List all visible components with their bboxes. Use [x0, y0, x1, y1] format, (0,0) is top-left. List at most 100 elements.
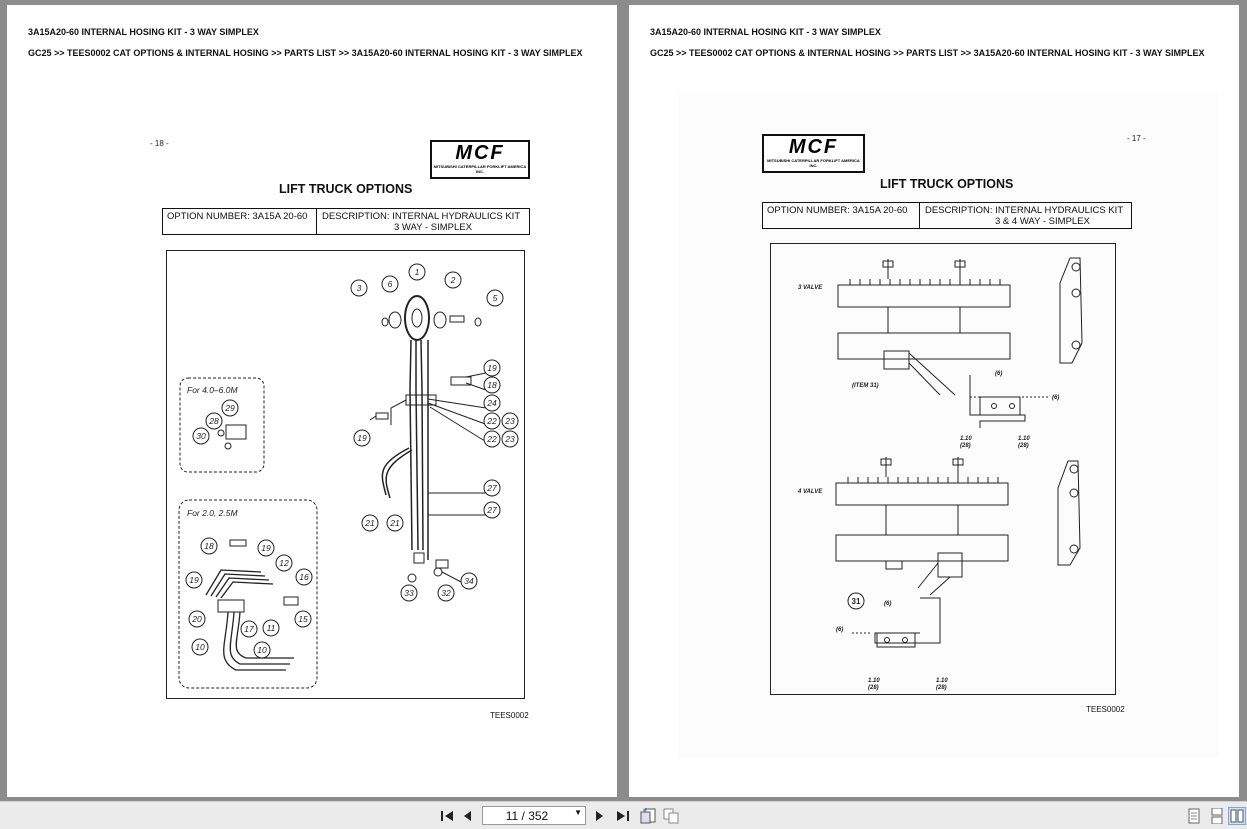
callout-bubble: [483, 359, 501, 377]
description-line1: DESCRIPTION: INTERNAL HYDRAULICS KIT: [925, 205, 1124, 216]
logo-text: MCF: [455, 142, 505, 164]
callout-bubble: [240, 620, 258, 638]
dim-28-a: (28): [960, 443, 971, 449]
callout-number: 21: [364, 518, 375, 528]
callout-number: 19: [189, 575, 199, 585]
dim-110-d: 1.10: [936, 678, 948, 684]
rotate-icon[interactable]: [639, 807, 657, 825]
dim-28-c: (28): [868, 685, 879, 691]
callout-bubble: [501, 430, 519, 448]
callout-number: 12: [279, 558, 289, 568]
callout-number: 29: [224, 403, 235, 413]
callout-bubble: [486, 289, 504, 307]
dim-6-d: (6): [836, 627, 843, 633]
callout-number: 24: [486, 398, 497, 408]
callout-bubble: [191, 638, 209, 656]
label-4-valve: 4 VALVE: [797, 489, 823, 495]
figure-code: TEES0002: [490, 711, 529, 720]
callout-number: 11: [267, 623, 276, 633]
label-3-valve: 3 VALVE: [798, 285, 823, 291]
logo-text: MCF: [788, 136, 839, 158]
breadcrumb: GC25 >> TEES0002 CAT OPTIONS & INTERNAL …: [28, 48, 583, 58]
callout-number: 19: [261, 543, 271, 553]
next-page-icon[interactable]: [591, 807, 609, 825]
callout-number: 34: [464, 576, 474, 586]
callout-bubble: [361, 514, 379, 532]
callout-number: 10: [195, 642, 205, 652]
dim-110-b: 1.10: [1018, 436, 1030, 442]
chevron-down-icon: ▼: [574, 808, 582, 817]
scan-page-number: - 17 -: [1127, 134, 1146, 143]
page-header-title: 3A15A20-60 INTERNAL HOSING KIT - 3 WAY S…: [28, 27, 259, 37]
mcf-logo: MCF MITSUBISHI CATERPILLAR FORKLIFT AMER…: [762, 134, 865, 173]
callout-bubble: [253, 641, 271, 659]
callout-bubble: [483, 479, 501, 497]
callout-bubble: [275, 554, 293, 572]
callout-number: 2: [450, 275, 456, 285]
scan-page-number: - 18 -: [150, 139, 169, 148]
figure-code: TEES0002: [1086, 705, 1125, 714]
first-page-icon[interactable]: [438, 807, 456, 825]
viewer-toolbar: 11 / 352 ▼: [0, 801, 1247, 829]
last-page-icon[interactable]: [614, 807, 632, 825]
dim-6-a: (6): [995, 371, 1002, 377]
callout-number: 17: [244, 624, 254, 634]
callout-bubble: [262, 619, 280, 637]
svg-text:31: 31: [852, 597, 861, 606]
callout-bubble: [221, 399, 239, 417]
callout-bubble: [460, 572, 478, 590]
callout-number: 30: [196, 431, 206, 441]
callout-number: 18: [487, 380, 497, 390]
continuous-view-icon[interactable]: [1208, 807, 1226, 825]
dim-6-c: (6): [884, 601, 891, 607]
callout-number: 23: [504, 434, 515, 444]
dim-28-d: (28): [936, 685, 947, 691]
callout-number: 27: [486, 483, 497, 493]
callout-bubble: [408, 263, 426, 281]
description-line2: 3 WAY - SIMPLEX: [394, 222, 472, 233]
callout-number: 6: [388, 279, 393, 289]
two-page-view-icon[interactable]: [1228, 807, 1246, 825]
option-number: OPTION NUMBER: 3A15A 20-60: [763, 203, 920, 228]
callout-bubble: [483, 394, 501, 412]
copy-icon[interactable]: [662, 807, 680, 825]
callout-bubble: [353, 429, 371, 447]
callout-number: 3: [357, 283, 362, 293]
doc-title: LIFT TRUCK OPTIONS: [279, 182, 413, 196]
callout-bubble: [483, 501, 501, 519]
callout-bubble: [400, 584, 418, 602]
callout-bubble: [257, 539, 275, 557]
callout-bubble: [437, 584, 455, 602]
dim-28-b: (28): [1018, 443, 1029, 449]
inset-frame-2: [178, 499, 318, 689]
prev-page-icon[interactable]: [458, 807, 476, 825]
parts-diagram-frame: [166, 250, 525, 699]
dim-110-a: 1.10: [960, 436, 972, 442]
page-header-title: 3A15A20-60 INTERNAL HOSING KIT - 3 WAY S…: [650, 27, 881, 37]
mcf-logo: MCF MITSUBISHI CATERPILLAR FORKLIFT AMER…: [430, 140, 530, 179]
page-number-select[interactable]: 11 / 352 ▼: [482, 806, 586, 825]
inset-label-1: For 4.0–6.0M: [187, 385, 238, 395]
left-page: 3A15A20-60 INTERNAL HOSING KIT - 3 WAY S…: [7, 5, 617, 797]
callout-bubble: [185, 571, 203, 589]
callout-bubble: [483, 412, 501, 430]
page-indicator: 11 / 352: [505, 809, 549, 823]
callout-number: 16: [299, 572, 309, 582]
callout-number: 19: [357, 433, 367, 443]
dim-6-b: (6): [1052, 395, 1059, 401]
callout-number: 21: [389, 518, 400, 528]
callout-number: 18: [204, 541, 214, 551]
callout-bubble: [483, 376, 501, 394]
callout-bubble: [205, 412, 223, 430]
assembly-diagram-frame: [770, 243, 1116, 695]
callout-number: 22: [486, 434, 497, 444]
callout-bubble: [350, 279, 368, 297]
option-description: DESCRIPTION: INTERNAL HYDRAULICS KIT 3 W…: [317, 209, 525, 234]
option-number: OPTION NUMBER: 3A15A 20-60: [163, 209, 317, 234]
label-item-31: (ITEM 31): [852, 383, 879, 389]
right-page: 3A15A20-60 INTERNAL HOSING KIT - 3 WAY S…: [629, 5, 1239, 797]
doc-title: LIFT TRUCK OPTIONS: [880, 177, 1014, 191]
single-page-view-icon[interactable]: [1185, 807, 1203, 825]
callout-number: 5: [493, 293, 498, 303]
callout-bubble: [386, 514, 404, 532]
